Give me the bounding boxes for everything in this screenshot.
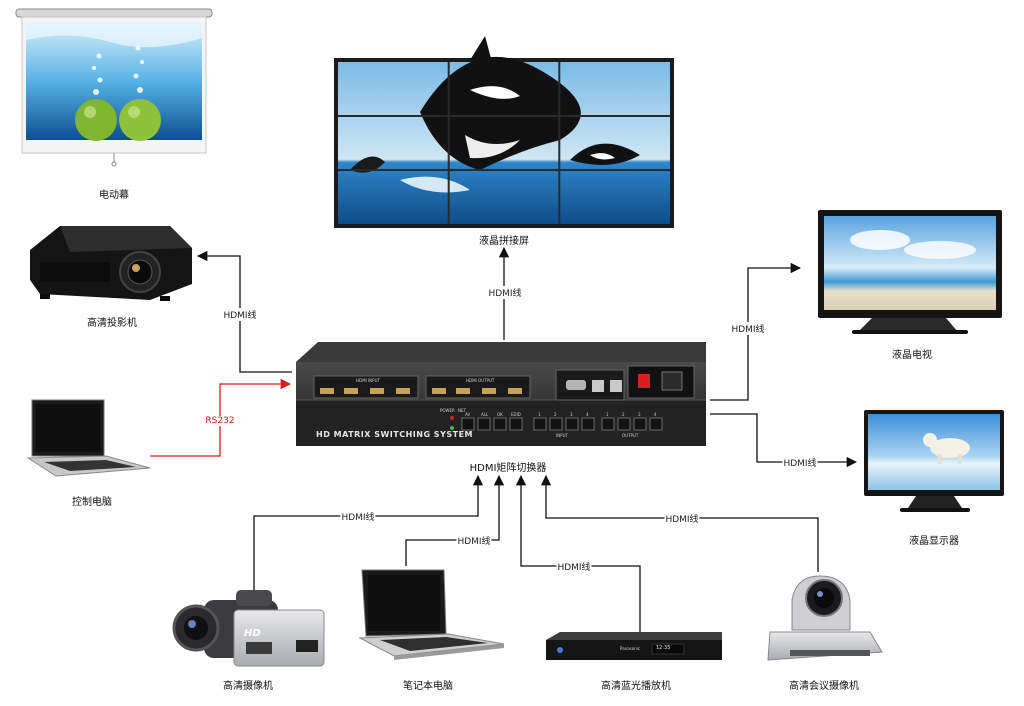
lcd-tv (818, 210, 1002, 334)
lcd-tv-label: 液晶电视 (892, 350, 932, 361)
matrix-switcher-label: HDMI矩阵切换器 (469, 463, 547, 474)
matrix-panel-title: HD MATRIX SWITCHING SYSTEM (316, 430, 474, 439)
control-pc-label: 控制电脑 (72, 497, 112, 508)
wire-bluray-to-matrix (515, 474, 641, 632)
camcorder-hd-badge: HD (244, 628, 261, 639)
lcd-monitor (864, 410, 1004, 512)
matrix-out-port-1: 1 (606, 412, 609, 417)
lcd-monitor-label: 液晶显示器 (909, 536, 959, 547)
projector-label: 高清投影机 (87, 318, 137, 329)
hd-camcorder (172, 590, 325, 667)
bluray-label: 高清蓝光播放机 (601, 681, 671, 692)
bluray-display: 12:35 (656, 645, 671, 651)
matrix-out-port-4: 4 (654, 412, 657, 417)
matrix-out-port-2: 2 (622, 412, 625, 417)
lcd-video-wall (334, 36, 674, 228)
wire-label-video-wall: HDMI线 (487, 286, 523, 299)
electric-screen-label: 电动幕 (99, 190, 129, 201)
matrix-in-port-2: 2 (554, 412, 557, 417)
bluray-brand: Panasonic (620, 646, 641, 651)
matrix-in-port-1: 1 (538, 412, 541, 417)
matrix-in-port-4: 4 (586, 412, 589, 417)
laptop-label: 笔记本电脑 (403, 681, 453, 692)
wire-label-rs232: RS232 (204, 416, 236, 426)
conference-camera (767, 575, 883, 661)
matrix-input-group-label: INPUT (556, 433, 568, 438)
laptop-computer (358, 569, 505, 660)
matrix-btn-all: ALL (481, 412, 489, 417)
wire-label-conf-camera: HDMI线 (664, 512, 700, 525)
matrix-btn-av: AV (465, 412, 471, 417)
matrix-power-label: POWER (440, 408, 455, 413)
bluray-player (546, 632, 722, 660)
wire-label-lcd-tv: HDMI线 (730, 322, 766, 335)
matrix-out-port-3: 3 (638, 412, 641, 417)
video-wall-label: 液晶拼接屏 (479, 236, 529, 247)
conf-camera-label: 高清会议摄像机 (789, 681, 859, 692)
electric-projection-screen (15, 8, 213, 167)
matrix-hdmi-output-label: HDMI OUTPUT (466, 378, 495, 383)
matrix-output-group-label: OUTPUT (622, 433, 639, 438)
matrix-hdmi-input-label: HDMI INPUT (356, 378, 380, 383)
wire-label-laptop: HDMI线 (456, 534, 492, 547)
camcorder-label: 高清摄像机 (223, 681, 273, 692)
wire-label-lcd-monitor: HDMI线 (782, 456, 818, 469)
hdmi-matrix-switcher (296, 342, 706, 446)
control-pc-laptop (26, 399, 151, 477)
wire-label-camcorder: HDMI线 (340, 510, 376, 523)
matrix-net-label: NET (458, 408, 466, 413)
wire-label-projector: HDMI线 (222, 308, 258, 321)
wire-label-bluray: HDMI线 (556, 560, 592, 573)
matrix-in-port-3: 3 (570, 412, 573, 417)
matrix-btn-ok: OK (497, 412, 503, 417)
wire-laptop-to-matrix (405, 474, 505, 566)
matrix-btn-edid: EDID (511, 412, 521, 417)
hd-projector (30, 226, 192, 301)
wire-matrix-to-lcd-monitor (710, 413, 858, 468)
